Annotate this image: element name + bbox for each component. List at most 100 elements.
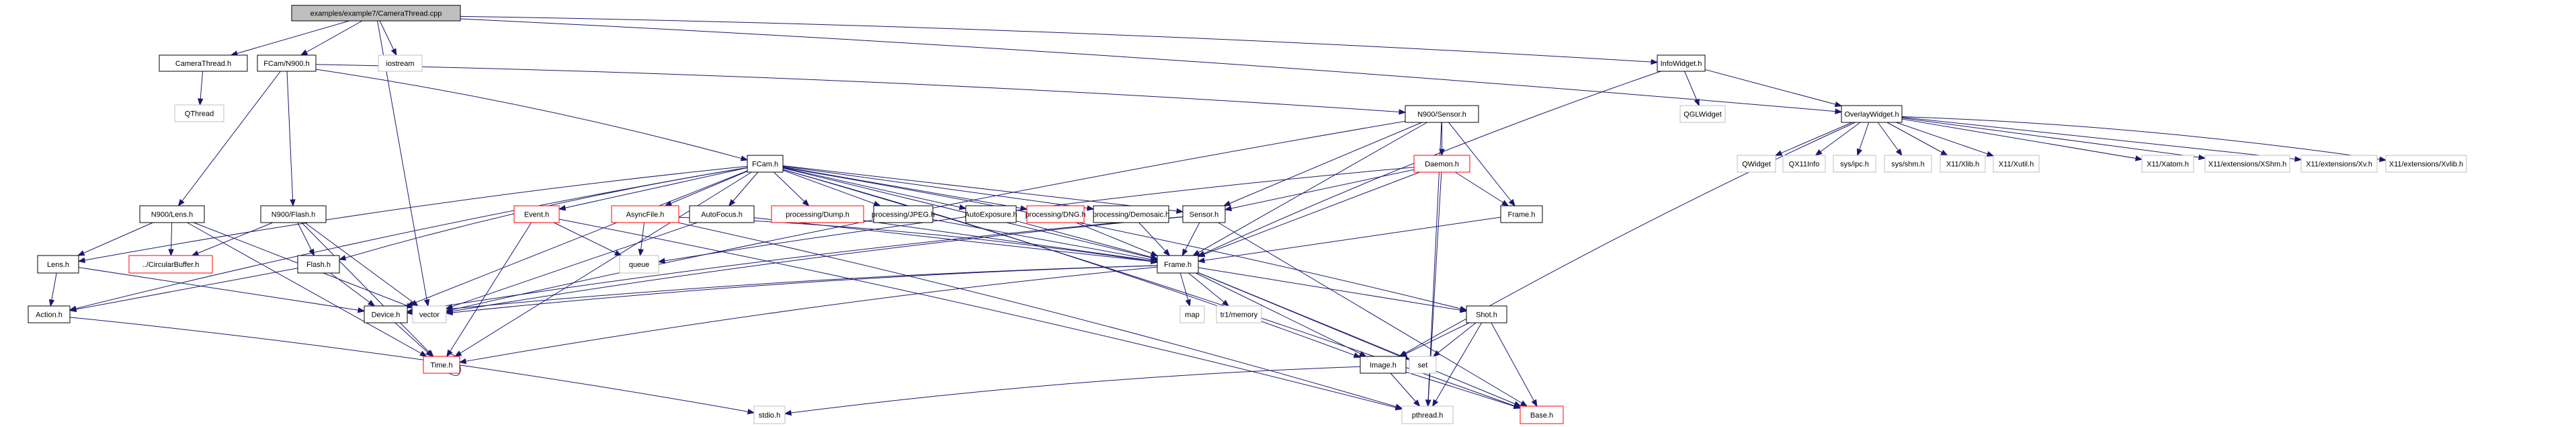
edge-Sensor_h-to-Base_h (1218, 222, 1528, 407)
node-shot-h[interactable]: Shot.h (1466, 305, 1507, 323)
node-box (1940, 155, 1986, 173)
node-asyncfile-h[interactable]: AsyncFile.h (611, 205, 679, 223)
node-camerathread-h[interactable]: CameraThread.h (159, 54, 248, 72)
node-event-h[interactable]: Event.h (513, 205, 560, 223)
node-label: CameraThread.h (175, 60, 231, 68)
node-dng-h[interactable]: processing/DNG.h (1026, 205, 1086, 223)
edge-FCam_h-to-AutoExposure_h (782, 167, 966, 209)
node-dump-h[interactable]: processing/Dump.h (771, 205, 864, 223)
node-box (1216, 305, 1262, 323)
arrowhead-icon (1501, 200, 1509, 206)
node-n900-lens-h[interactable]: N900/Lens.h (139, 205, 205, 223)
node-jpeg-h[interactable]: processing/JPEG.h (872, 205, 935, 223)
edge-FCam_h-to-Image_h (782, 169, 1361, 358)
node-device-h[interactable]: Device.h (364, 305, 408, 323)
node-image-h[interactable]: Image.h (1360, 356, 1407, 374)
node-base-h[interactable]: Base.h (1520, 405, 1564, 424)
edge-root-to-CameraThread_h (231, 20, 349, 56)
edge-N900_Sensor_h-to-N900_Frame_h (1448, 122, 1515, 206)
edge-FCam_h-to-Sensor_h (782, 165, 1183, 212)
edge-Lens_h-to-Device_h (78, 267, 365, 312)
node-daemon-h[interactable]: Daemon.h (1413, 155, 1470, 173)
node-n900-flash-h[interactable]: N900/Flash.h (260, 205, 327, 223)
node-box (771, 205, 864, 223)
node-box (1657, 54, 1706, 72)
node-box (1182, 205, 1226, 223)
edge-N900_Sensor_h-to-Frame_h (1193, 122, 1427, 256)
node-lens-h[interactable]: Lens.h (37, 255, 79, 274)
node-label: Base.h (1530, 412, 1553, 420)
node-box (689, 205, 755, 223)
edge-OverlayWidget_h-to-Image_h (1399, 122, 1856, 357)
node-time-h[interactable]: Time.h (423, 356, 460, 374)
node-box (28, 305, 71, 323)
arrowhead-icon (958, 204, 967, 210)
arrowhead-icon (1176, 208, 1184, 215)
edge-Action_h-to-stdio_h (69, 317, 755, 414)
edge-InfoWidget_h-to-OverlayWidget_h (1704, 69, 1842, 106)
edges-layer (48, 15, 2387, 416)
arrowhead-icon (357, 307, 366, 313)
node-flash-h[interactable]: Flash.h (297, 255, 340, 274)
arrowhead-icon (423, 299, 430, 307)
arrowhead-icon (1222, 299, 1230, 307)
arrowhead-icon (747, 408, 755, 415)
edge-FCam_h-to-Dump_h (774, 171, 809, 206)
arrowhead-icon (77, 250, 85, 256)
edge-OverlayWidget_h-to-XShm_h (1901, 117, 2206, 159)
node-box (2385, 155, 2467, 173)
node-box (753, 405, 786, 424)
node-box (1833, 155, 1876, 173)
arrowhead-icon (1986, 151, 1995, 157)
node-action-h[interactable]: Action.h (28, 305, 71, 323)
arrowhead-icon (1395, 403, 1403, 410)
arrowhead-icon (290, 199, 296, 207)
edge-Shot_h-to-pthread_h (1432, 322, 1483, 407)
node-label: Device.h (372, 311, 401, 319)
node-demosaic-h[interactable]: processing/Demosaic.h (1093, 205, 1169, 223)
node-autoexposure-h[interactable]: AutoExposure.h (964, 205, 1017, 223)
edge-N900_Frame_h-to-Frame_h (1198, 217, 1501, 262)
node-label: QX11Info (1789, 161, 1820, 169)
node-label: stdio.h (759, 412, 780, 420)
arrowhead-icon (873, 200, 882, 206)
node-box (747, 155, 784, 173)
node-overlaywidget-h[interactable]: OverlayWidget.h (1841, 105, 1903, 123)
node-label: AutoExposure.h (964, 211, 1017, 219)
node-fcam-n900-h[interactable]: FCam/N900.h (257, 54, 317, 72)
node-fcam-h[interactable]: FCam.h (747, 155, 784, 173)
node-box (2204, 155, 2290, 173)
node-sys-ipc-h: sys/ipc.h (1833, 155, 1876, 173)
node-box (1179, 305, 1205, 323)
arrowhead-icon (1459, 307, 1468, 313)
node-label: sys/ipc.h (1840, 161, 1869, 169)
node-root[interactable]: examples/example7/CameraThread.cpp (291, 5, 461, 22)
node-n900-sensor-h[interactable]: N900/Sensor.h (1405, 105, 1479, 123)
arrowhead-icon (411, 299, 419, 307)
node-frame-h[interactable]: Frame.h (1157, 255, 1199, 274)
node-label: FCam.h (752, 161, 778, 169)
node-label: set (1418, 362, 1428, 370)
node-vector: vector (412, 305, 447, 323)
node-infowidget-h[interactable]: InfoWidget.h (1657, 54, 1706, 72)
arrowhead-icon (1399, 109, 1407, 115)
arrowhead-icon (1413, 399, 1421, 407)
node-box (159, 54, 248, 72)
arrowhead-icon (1192, 249, 1200, 256)
edge-Frame_h-to-vector (446, 265, 1158, 314)
edge-OverlayWidget_h-to-X11_Xatom_h (1901, 118, 2143, 160)
node-sensor-h[interactable]: Sensor.h (1182, 205, 1226, 223)
arrowhead-icon (368, 299, 376, 307)
node-box (1466, 305, 1507, 323)
edge-FCam_N900_h-to-N900_Sensor_h (315, 64, 1406, 113)
node-box (1360, 356, 1407, 374)
edge-Daemon_h-to-Sensor_h (1224, 169, 1415, 210)
node-sys-shm-h: sys/shm.h (1884, 155, 1932, 173)
arrowhead-icon (48, 299, 55, 307)
node-circularbuffer-h[interactable]: ../CircularBuffer.h (128, 255, 213, 274)
node-box (257, 54, 317, 72)
node-n900-frame-h[interactable]: Frame.h (1500, 205, 1543, 223)
node-box (873, 205, 933, 223)
node-autofocus-h[interactable]: AutoFocus.h (689, 205, 755, 223)
